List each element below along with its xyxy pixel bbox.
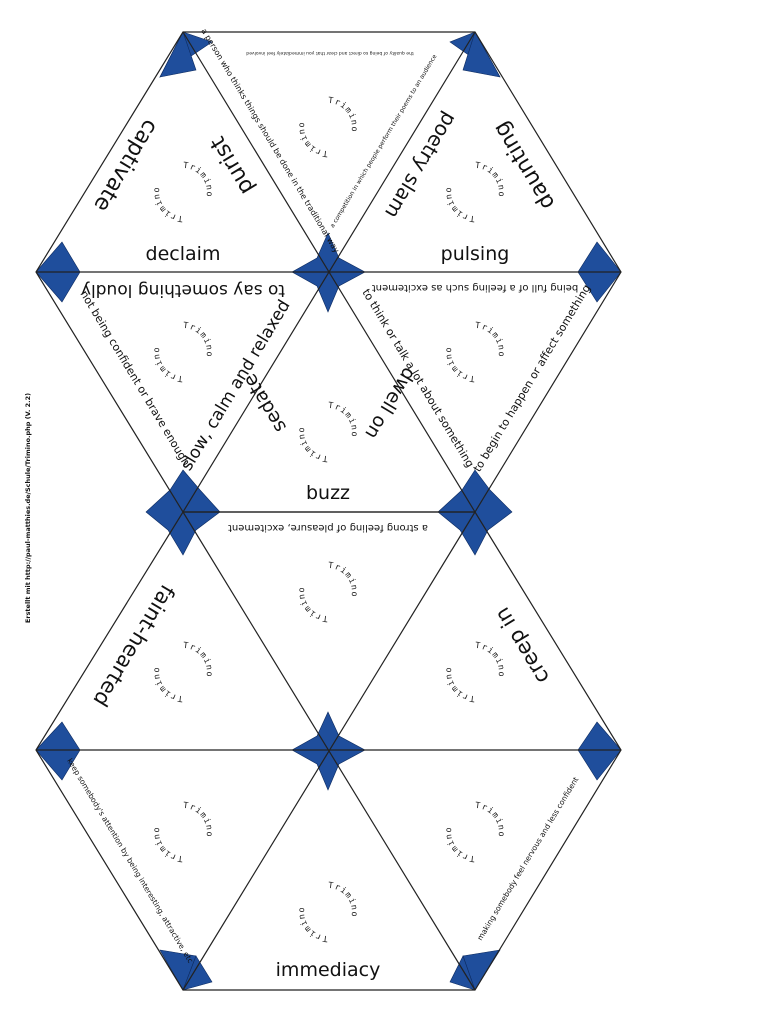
star-icon xyxy=(159,31,197,78)
trimino-ring: Trimino xyxy=(297,586,329,623)
svg-text:Trimino: Trimino xyxy=(328,881,360,918)
trimino-ring: Trimino xyxy=(328,561,359,598)
svg-text:Trimino: Trimino xyxy=(444,346,476,383)
trimino-ring: Trimino xyxy=(152,346,184,383)
trimino-ring: Trimino xyxy=(444,186,476,223)
trimino-ring: Trimino xyxy=(152,186,184,223)
svg-text:Trimino: Trimino xyxy=(328,96,360,133)
svg-text:Trimino: Trimino xyxy=(297,586,329,623)
term-pulsing: pulsing xyxy=(441,243,510,265)
svg-text:Trimino: Trimino xyxy=(152,666,184,703)
term-to-say-loudly: to say something loudly xyxy=(81,280,285,300)
trimino-ring: Trimino xyxy=(183,801,214,838)
definition-top-tiny: the quality of being so direct and clear… xyxy=(246,50,413,56)
svg-text:Trimino: Trimino xyxy=(328,401,360,438)
definition-being-full: being full of a feeling such as exciteme… xyxy=(372,282,578,293)
svg-text:Trimino: Trimino xyxy=(297,906,329,943)
svg-text:Trimino: Trimino xyxy=(444,186,476,223)
star-icon xyxy=(577,721,622,781)
term-captivate: captivate xyxy=(88,115,162,216)
trimino-ring: Trimino xyxy=(444,346,476,383)
trimino-ring: Trimino xyxy=(475,641,506,678)
term-buzz: buzz xyxy=(306,482,350,504)
trimino-ring: Trimino xyxy=(183,321,214,358)
term-daunting: daunting xyxy=(488,117,560,214)
svg-text:Trimino: Trimino xyxy=(475,801,507,838)
trimino-ring: Trimino xyxy=(444,826,476,863)
trimino-ring: Trimino xyxy=(444,666,476,703)
svg-text:Trimino: Trimino xyxy=(152,826,184,863)
svg-text:Trimino: Trimino xyxy=(444,826,476,863)
credit-line: Erstellt mit http://paul-matthies.de/Sch… xyxy=(24,393,32,623)
term-declaim: declaim xyxy=(146,243,221,265)
trimino-ring: Trimino xyxy=(475,321,506,358)
svg-text:Trimino: Trimino xyxy=(297,121,329,158)
svg-text:Trimino: Trimino xyxy=(152,346,184,383)
definition-begin-affect: to begin to happen or affect something xyxy=(471,282,593,474)
star-icon xyxy=(182,955,213,991)
svg-text:Trimino: Trimino xyxy=(183,321,215,358)
svg-text:Trimino: Trimino xyxy=(475,321,507,358)
definition-strong-feeling: a strong feeling of pleasure, excitement xyxy=(228,522,428,533)
svg-text:Trimino: Trimino xyxy=(183,161,215,198)
trimino-ring: Trimino xyxy=(297,426,329,463)
trimino-ring: Trimino xyxy=(183,161,214,198)
svg-text:Trimino: Trimino xyxy=(444,666,476,703)
star-icon xyxy=(449,955,476,991)
term-slow-calm: slow, calm and relaxed xyxy=(177,296,295,474)
trimino-ring: Trimino xyxy=(328,96,359,133)
svg-text:Trimino: Trimino xyxy=(152,186,184,223)
trimino-ring: Trimino xyxy=(152,826,184,863)
trimino-ring: Trimino xyxy=(328,401,359,438)
definition-making-nervous: making somebody feel nervous and less co… xyxy=(475,775,580,942)
triangle-grid xyxy=(35,31,622,991)
star-icon xyxy=(462,31,501,78)
trimino-ring: Trimino xyxy=(475,161,506,198)
term-immediacy: immediacy xyxy=(276,959,381,981)
trimino-ring: Trimino xyxy=(328,881,359,918)
svg-text:Trimino: Trimino xyxy=(183,641,215,678)
definition-keep-attention: keep somebody's attention by being inter… xyxy=(65,757,195,965)
svg-text:Trimino: Trimino xyxy=(475,161,507,198)
svg-text:Trimino: Trimino xyxy=(475,641,507,678)
svg-text:Trimino: Trimino xyxy=(183,801,215,838)
trimino-ring: Trimino xyxy=(183,641,214,678)
term-sedate: sedate xyxy=(239,370,291,437)
trimino-ring: Trimino xyxy=(297,121,329,158)
svg-text:Trimino: Trimino xyxy=(328,561,360,598)
trimino-ring: Trimino xyxy=(152,666,184,703)
divider-line xyxy=(182,511,476,991)
svg-text:Trimino: Trimino xyxy=(297,426,329,463)
trimino-ring: Trimino xyxy=(475,801,506,838)
trimino-ring: Trimino xyxy=(297,906,329,943)
